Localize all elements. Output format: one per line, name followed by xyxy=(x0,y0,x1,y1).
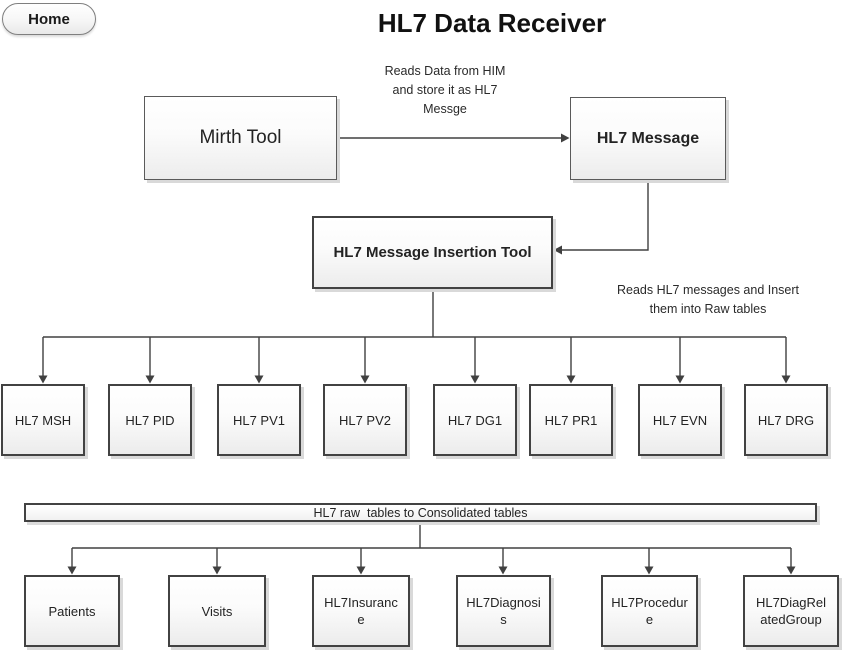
node-mirth-tool: Mirth Tool xyxy=(144,96,337,180)
page-title: HL7 Data Receiver xyxy=(377,8,607,38)
node-hl7diagrelatedgroup: HL7DiagRelatedGroup xyxy=(743,575,839,647)
node-hl7-message-insertion-tool: HL7 Message Insertion Tool xyxy=(312,216,553,289)
node-hl7-pv1: HL7 PV1 xyxy=(217,384,301,456)
node-hl7-msh: HL7 MSH xyxy=(1,384,85,456)
consolidation-bar: HL7 raw tables to Consolidated tables xyxy=(24,503,817,522)
annotation-line: them into Raw tables xyxy=(649,302,767,316)
node-hl7-pv2: HL7 PV2 xyxy=(323,384,407,456)
node-hl7procedure: HL7Procedure xyxy=(601,575,698,647)
node-hl7-drg: HL7 DRG xyxy=(744,384,828,456)
annotation-line: Reads Data from HIM xyxy=(384,64,506,78)
annotation-line: Messge xyxy=(423,102,467,116)
node-patients: Patients xyxy=(24,575,120,647)
home-button[interactable]: Home xyxy=(2,3,96,35)
node-hl7diagnosis: HL7Diagnosis xyxy=(456,575,551,647)
node-hl7-message: HL7 Message xyxy=(570,97,726,180)
node-hl7-evn: HL7 EVN xyxy=(638,384,722,456)
node-visits: Visits xyxy=(168,575,266,647)
node-hl7insurance: HL7Insurance xyxy=(312,575,410,647)
node-hl7-dg1: HL7 DG1 xyxy=(433,384,517,456)
node-hl7-pid: HL7 PID xyxy=(108,384,192,456)
annotation-line: and store it as HL7 xyxy=(392,83,498,97)
annotation-line: Reads HL7 messages and Insert xyxy=(616,283,800,297)
node-hl7-pr1: HL7 PR1 xyxy=(529,384,613,456)
annotation-reads-raw: Reads HL7 messages and Insert them into … xyxy=(598,281,818,319)
annotation-reads-him: Reads Data from HIM and store it as HL7 … xyxy=(345,62,545,119)
